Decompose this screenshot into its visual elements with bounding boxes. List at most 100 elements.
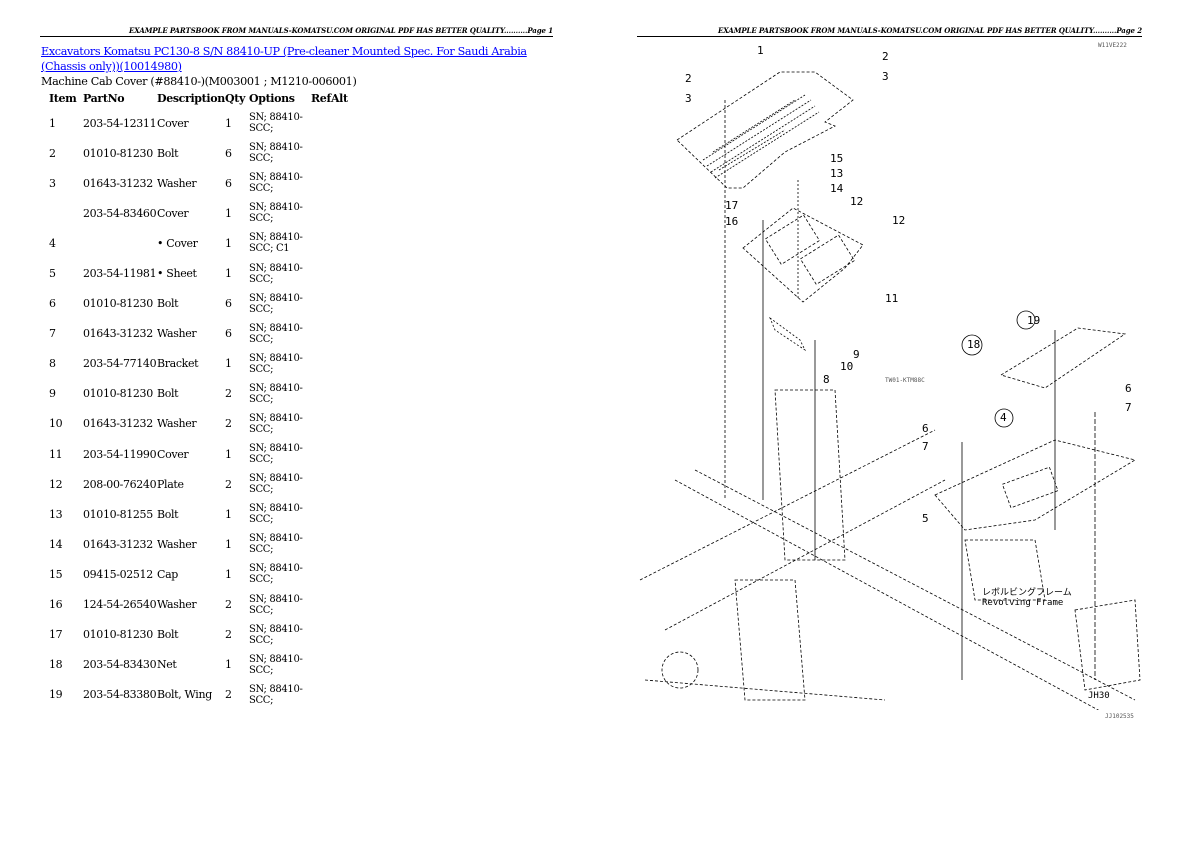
document-title-link[interactable]: Excavators Komatsu PC130-8 S/N 88410-UP …	[41, 45, 527, 73]
revolving-frame-label: レボルビングフレーム Revolving Frame	[982, 588, 1072, 608]
qty-cell: 1	[225, 507, 232, 521]
ref-cell	[311, 439, 331, 469]
description-cell: Bolt	[157, 387, 179, 401]
diagram-ref-code-top: W11VE222	[1098, 42, 1127, 49]
item-cell: 9	[49, 387, 56, 401]
ref-cell	[311, 469, 331, 499]
callout-6a: 6	[1125, 382, 1132, 395]
options-cell: SN; 88410-SCC;	[249, 563, 303, 586]
partno-cell: 203-54-11981	[83, 267, 157, 281]
description-cell: Washer	[157, 537, 197, 551]
qty-cell: 6	[225, 176, 232, 190]
ref-cell	[311, 258, 331, 288]
page-2: EXAMPLE PARTSBOOK FROM MANUALS-KOMATSU.C…	[595, 0, 1190, 842]
options-cell: SN; 88410-SCC;	[249, 292, 303, 315]
alt-cell	[331, 590, 361, 620]
partno-cell: 203-54-11990	[83, 447, 157, 461]
col-alt: Alt	[331, 92, 348, 105]
callout-10: 10	[840, 360, 853, 373]
alt-cell	[331, 198, 361, 228]
item-cell: 4	[49, 236, 56, 250]
partno-cell: 01010-81230	[83, 146, 153, 160]
options-cell: SN; 88410-SCC; C1	[249, 232, 303, 255]
ref-cell	[311, 409, 331, 439]
ref-cell	[311, 108, 331, 138]
item-cell: 8	[49, 357, 56, 371]
partno-cell: 01643-31232	[83, 537, 153, 551]
callout-19-circle	[1016, 310, 1036, 330]
item-cell: 11	[49, 447, 63, 461]
ref-cell	[311, 499, 331, 529]
item-cell: 16	[49, 598, 63, 612]
alt-cell	[331, 319, 361, 349]
options-cell: SN; 88410-SCC;	[249, 503, 303, 526]
item-cell: 13	[49, 507, 63, 521]
qty-cell: 6	[225, 327, 232, 341]
options-cell: SN; 88410-SCC;	[249, 172, 303, 195]
options-cell: SN; 88410-SCC;	[249, 683, 303, 706]
table-header-row: Item PartNo Description Qty Options Ref …	[44, 89, 361, 108]
description-cell: Bolt	[157, 297, 179, 311]
alt-cell	[331, 469, 361, 499]
callout-8: 8	[823, 373, 830, 386]
qty-cell: 2	[225, 598, 232, 612]
alt-cell	[331, 680, 361, 710]
description-cell: Cover	[157, 116, 189, 130]
part-1-cover-grid	[676, 71, 854, 189]
alt-cell	[331, 258, 361, 288]
alt-cell	[331, 529, 361, 559]
alt-cell	[331, 409, 361, 439]
description-cell: Bolt	[157, 628, 179, 642]
callout-12b: 12	[892, 214, 905, 227]
ref-cell	[311, 228, 331, 258]
callout-5: 5	[922, 512, 929, 525]
ref-cell	[311, 349, 331, 379]
qty-cell: 2	[225, 417, 232, 431]
item-cell: 17	[49, 628, 63, 642]
qty-cell: 2	[225, 628, 232, 642]
part-8-bracket	[769, 316, 807, 352]
description-cell: Cover	[157, 447, 189, 461]
alt-cell	[331, 499, 361, 529]
callout-1: 1	[757, 44, 764, 57]
callout-7b: 7	[922, 440, 929, 453]
description-cell: Bolt	[157, 146, 179, 160]
callout-17: 17	[725, 199, 738, 212]
col-item: Item	[49, 92, 77, 105]
partno-cell: 208-00-76240	[83, 477, 157, 491]
item-cell: 12	[49, 477, 63, 491]
qty-cell: 6	[225, 297, 232, 311]
description-cell: Washer	[157, 598, 197, 612]
ref-cell	[311, 529, 331, 559]
callout-4-circle	[994, 408, 1014, 428]
alt-cell	[331, 349, 361, 379]
callout-18-circle	[961, 334, 983, 356]
callout-3b: 3	[685, 92, 692, 105]
item-cell: 10	[49, 417, 63, 431]
ref-cell	[311, 379, 331, 409]
ref-cell	[311, 319, 331, 349]
diagram-ref-code-mid: TW01-KTM88C	[885, 377, 925, 384]
qty-cell: 2	[225, 477, 232, 491]
description-cell: Bolt, Wing	[157, 688, 212, 702]
callout-6b: 6	[922, 422, 929, 435]
col-description: Description	[157, 92, 225, 105]
callout-16: 16	[725, 215, 738, 228]
alt-cell	[331, 289, 361, 319]
parts-table: Item PartNo Description Qty Options Ref …	[44, 89, 361, 710]
description-cell: Plate	[157, 477, 184, 491]
ref-cell	[311, 590, 331, 620]
description-cell: Washer	[157, 327, 197, 341]
page-header: EXAMPLE PARTSBOOK FROM MANUALS-KOMATSU.C…	[637, 26, 1142, 37]
